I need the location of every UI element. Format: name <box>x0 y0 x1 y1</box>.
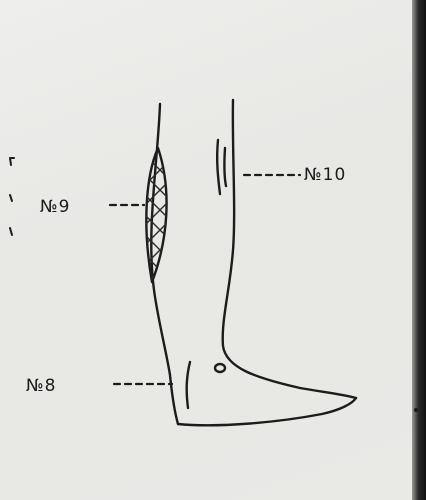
margin-mark-3 <box>10 228 12 235</box>
label-no8: №8 <box>26 376 57 396</box>
margin-mark-1 <box>10 158 14 165</box>
stray-dot <box>414 408 418 412</box>
ankle-mark-line <box>187 362 190 408</box>
label-no9: №9 <box>40 197 71 217</box>
ankle-bone-circle <box>215 364 225 372</box>
margin-mark-2 <box>10 195 12 201</box>
varicose-hatching <box>130 140 190 300</box>
foot-sole-outline <box>178 398 356 425</box>
leg-front-outline <box>223 100 356 398</box>
shin-mark-line-2 <box>224 148 226 186</box>
label-no10: №10 <box>304 165 346 185</box>
shin-mark-line-1 <box>217 140 220 194</box>
